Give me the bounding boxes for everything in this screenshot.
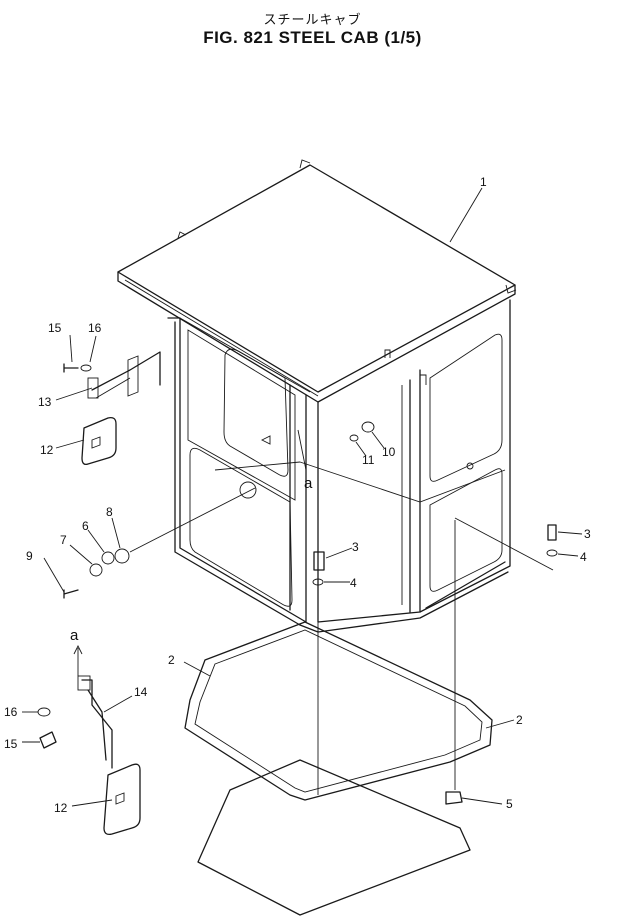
callout-labels: 1 15 16 13 12 8 6 7 9 10 11 3 4 3 4 2 2 …: [4, 175, 591, 815]
mirror-assembly-upper: [63, 351, 161, 466]
callout-12-lower: 12: [54, 801, 68, 815]
floor-seal-upper: [184, 621, 493, 801]
callout-15-lower: 15: [4, 737, 18, 751]
callout-7: 7: [60, 533, 67, 547]
callout-16-lower: 16: [4, 705, 18, 719]
callout-11: 11: [362, 453, 375, 467]
callout-13: 13: [38, 395, 52, 409]
reference-a-frame: a: [304, 475, 313, 492]
callout-2-left: 2: [168, 653, 175, 667]
callout-16-upper: 16: [88, 321, 102, 335]
callout-3-right: 3: [584, 527, 591, 541]
callout-4-center: 4: [350, 576, 357, 590]
callout-8: 8: [106, 505, 113, 519]
callout-14: 14: [134, 685, 148, 699]
cab-frame: [167, 299, 511, 633]
callout-6: 6: [82, 519, 89, 533]
callout-15-upper: 15: [48, 321, 62, 335]
figure-subtitle-jp: スチールキャブ: [263, 13, 362, 28]
figure-title: FIG. 821 STEEL CAB (1/5): [203, 28, 422, 47]
callout-10: 10: [382, 445, 396, 459]
cab-roof: [117, 159, 517, 403]
hardware-parts: [63, 421, 558, 805]
callout-4-right: 4: [580, 550, 587, 564]
callout-9: 9: [26, 549, 33, 563]
mirror-assembly-lower: [37, 675, 141, 836]
callout-5: 5: [506, 797, 513, 811]
callout-12-upper: 12: [40, 443, 54, 457]
alignment-lines: [317, 517, 554, 795]
callout-3-center: 3: [352, 540, 359, 554]
floor-mat: [197, 759, 471, 916]
callout-1: 1: [480, 175, 487, 189]
callout-2-right: 2: [516, 713, 523, 727]
leader-lines: [22, 187, 583, 807]
reference-a-mirror: a: [70, 627, 79, 644]
